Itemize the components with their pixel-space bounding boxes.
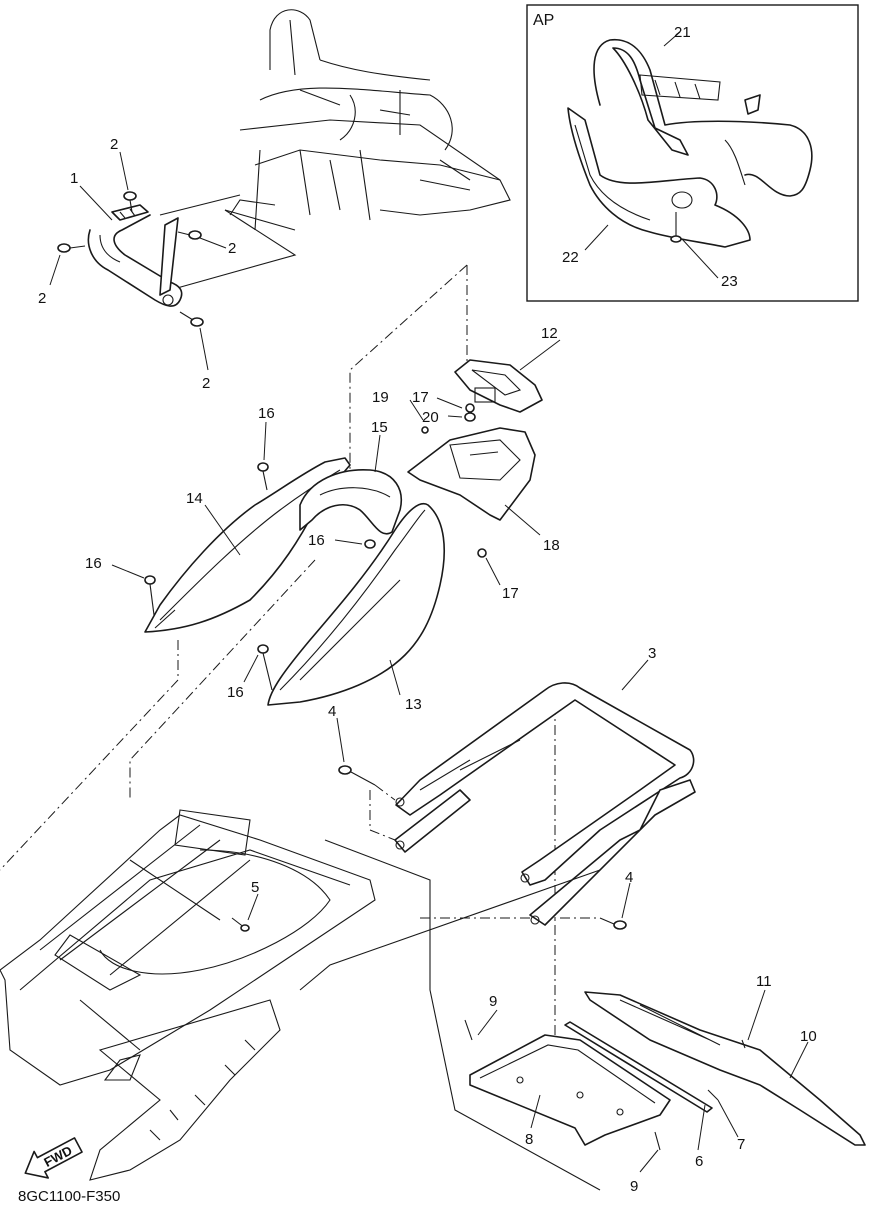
rivet-9-bottom — [654, 1131, 661, 1151]
callout-6: 6 — [695, 1153, 703, 1170]
bolt-2-left — [57, 243, 86, 253]
callout-19: 19 — [372, 389, 389, 406]
callout-4a: 4 — [328, 703, 336, 720]
rear-rack-3 — [394, 682, 696, 926]
callout-10: 10 — [800, 1028, 817, 1045]
callout-1: 1 — [70, 170, 78, 187]
diagram-code: 8GC1100-F350 — [18, 1188, 120, 1205]
callout-13: 13 — [405, 696, 422, 713]
rivet-9-top — [464, 1019, 473, 1041]
side-cover-13 — [267, 503, 445, 706]
callout-16b: 16 — [308, 532, 325, 549]
callout-17a: 17 — [412, 389, 429, 406]
collar-20 — [464, 412, 476, 422]
fwd-label: FWD — [41, 1143, 74, 1170]
side-strip-10 — [584, 991, 866, 1146]
frame-top-reference — [159, 9, 511, 291]
screw-11 — [741, 1039, 746, 1049]
grab-bar-1 — [87, 204, 183, 307]
footrest-8 — [469, 1034, 671, 1146]
screw-16-top — [257, 462, 269, 491]
callout-5: 5 — [251, 879, 259, 896]
callout-16a: 16 — [258, 405, 275, 422]
callout-2b: 2 — [228, 240, 236, 257]
callout-17b: 17 — [502, 585, 519, 602]
callout-2d: 2 — [202, 375, 210, 392]
bumper-22 — [567, 107, 751, 248]
bolt-4-right — [599, 917, 627, 930]
callout-9a: 9 — [489, 993, 497, 1010]
callout-9b: 9 — [630, 1178, 638, 1195]
nut-17-bottom — [477, 548, 487, 558]
callout-8: 8 — [525, 1131, 533, 1148]
callout-4b: 4 — [625, 869, 633, 886]
bolt-2-top — [123, 191, 137, 213]
callout-12: 12 — [541, 325, 558, 342]
callout-7: 7 — [737, 1136, 745, 1153]
callout-14: 14 — [186, 490, 203, 507]
fwd-arrow-icon: FWD — [24, 1137, 83, 1179]
screw-16-left — [144, 575, 156, 616]
rivet-19 — [421, 426, 429, 434]
callout-21: 21 — [674, 24, 691, 41]
callout-2c: 2 — [38, 290, 46, 307]
callout-2a: 2 — [110, 136, 118, 153]
frame-bottom-reference — [0, 809, 601, 1191]
clip-5 — [231, 917, 250, 932]
bolt-2-right — [177, 230, 202, 240]
inset-title: AP — [533, 12, 554, 29]
clip-7 — [707, 1089, 719, 1101]
inset-ap: AP 21 22 23 — [526, 4, 859, 302]
callout-18: 18 — [543, 537, 560, 554]
callout-23: 23 — [721, 273, 738, 290]
strip-6 — [564, 1021, 713, 1113]
bolt-4-left — [338, 765, 376, 786]
rear-fender-15 — [299, 469, 402, 535]
screw-16-mid — [364, 539, 376, 549]
rear-fender-18 — [407, 427, 536, 521]
bolt-23 — [670, 212, 682, 243]
callout-16c: 16 — [85, 555, 102, 572]
bolt-2-bottom — [179, 311, 204, 327]
bracket-12 — [454, 359, 543, 413]
screw-16-bottom — [257, 644, 273, 691]
callout-3: 3 — [648, 645, 656, 662]
callout-20: 20 — [422, 409, 439, 426]
callout-11: 11 — [756, 973, 772, 990]
grab-bar-21 — [593, 38, 813, 197]
callout-16d: 16 — [227, 684, 244, 701]
nut-17-top — [465, 403, 475, 413]
callout-22: 22 — [562, 249, 579, 266]
callout-15: 15 — [371, 419, 388, 436]
